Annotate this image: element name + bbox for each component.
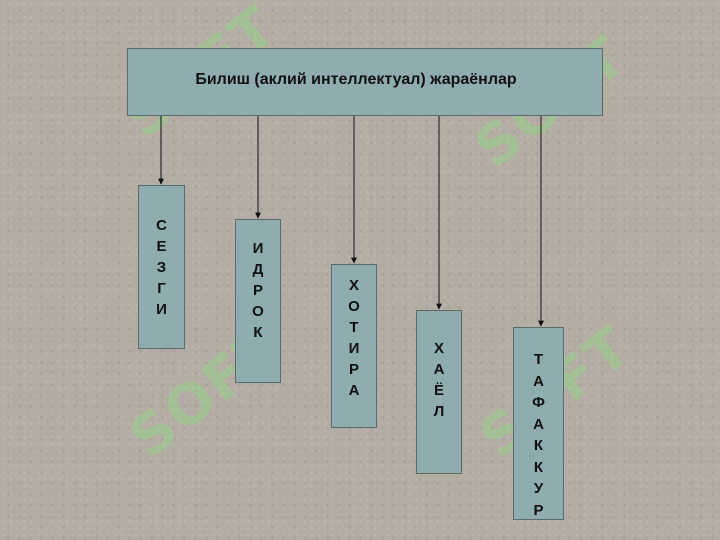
node-letter: Д: [252, 261, 264, 278]
node-letter: Р: [252, 282, 263, 299]
node-letter: И: [252, 240, 264, 257]
node-letter: К: [533, 437, 544, 454]
node-letter: О: [348, 298, 360, 315]
node-letter: А: [533, 372, 544, 390]
node-letter: У: [533, 480, 544, 497]
node-letter: Е: [156, 238, 167, 255]
root-label: Билиш (аклий интеллектуал) жараёнлар: [195, 70, 517, 88]
node-letter: А: [533, 415, 544, 433]
root-node: Билиш (аклий интеллектуал) жараёнлар: [127, 48, 603, 116]
node-letter: Т: [533, 351, 544, 368]
node-letter: Ф: [532, 394, 545, 411]
node-letter: З: [156, 259, 167, 276]
node-letter: О: [252, 303, 264, 320]
node-letter: К: [253, 324, 263, 341]
node-letter: С: [156, 217, 167, 234]
node-letter: Г: [157, 280, 166, 297]
node-letter: К: [533, 458, 544, 476]
node-letter: Т: [349, 319, 359, 336]
node-letter: И: [156, 301, 167, 318]
node-letter: Ё: [433, 382, 445, 399]
node-letter: Х: [433, 340, 444, 357]
node-letter: И: [348, 340, 360, 357]
node-letter: Х: [348, 277, 359, 294]
node-letter: Л: [433, 403, 445, 420]
node-letter: А: [348, 382, 360, 399]
node-letter: Р: [533, 501, 544, 519]
node-letter: Р: [348, 361, 359, 378]
node-letter: А: [433, 361, 445, 378]
